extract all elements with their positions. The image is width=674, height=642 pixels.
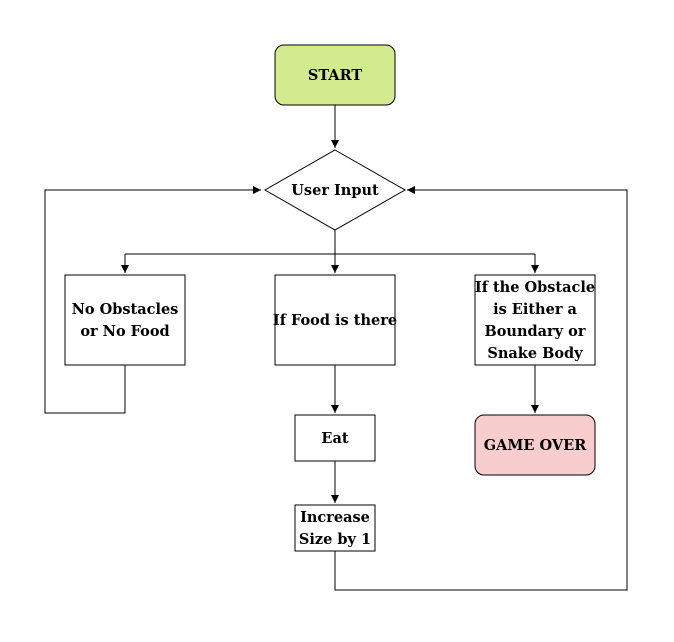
game-over-terminal-shape xyxy=(474,414,596,476)
eat-label: Eat xyxy=(321,430,348,447)
no-obstacles-process-shape xyxy=(64,274,186,366)
food-label: If Food is there xyxy=(273,312,397,329)
user-input-label-line: User Input xyxy=(291,182,379,199)
arrow-loop-increase-size-to-user-input xyxy=(334,186,628,591)
start-label-line: START xyxy=(308,67,363,84)
node-start: START xyxy=(274,44,396,106)
start-terminal-shape xyxy=(274,44,396,106)
node-user-input: User Input xyxy=(263,149,407,231)
increase-size-label-line: Size by 1 xyxy=(299,531,371,548)
game-over-label-line: GAME OVER xyxy=(484,437,587,454)
increase-size-process-shape xyxy=(294,504,376,552)
start-label: START xyxy=(308,67,363,84)
arrow-loop-no-obstacles-to-user-input xyxy=(44,186,261,414)
eat-label-line: Eat xyxy=(321,430,348,447)
obstacle-process-shape xyxy=(474,274,596,366)
user-input-decision-shape xyxy=(263,149,407,231)
increase-size-label-line: Increase xyxy=(300,509,370,526)
node-obstacle: If the Obstacle is Either a Boundary or Sna… xyxy=(474,274,596,366)
game-over-label: GAME OVER xyxy=(484,437,587,454)
connectors xyxy=(44,105,628,591)
food-process-shape xyxy=(274,274,396,366)
node-eat: Eat xyxy=(294,414,376,462)
obstacle-label-line: Snake Body xyxy=(487,345,583,362)
node-game-over: GAME OVER xyxy=(474,414,596,476)
obstacle-label-line: Boundary or xyxy=(485,323,586,340)
no-obstacles-label-line: or No Food xyxy=(80,323,169,340)
user-input-label: User Input xyxy=(291,182,379,199)
no-obstacles-label-line: No Obstacles xyxy=(72,301,179,318)
node-food: If Food is there xyxy=(273,274,397,366)
node-no-obstacles: No Obstacles or No Food xyxy=(64,274,186,366)
eat-process-shape xyxy=(294,414,376,462)
obstacle-label-line: is Either a xyxy=(493,301,577,318)
food-label-line: If Food is there xyxy=(273,312,397,329)
no-obstacles-label: No Obstacles or No Food xyxy=(72,301,179,340)
obstacle-label-line: If the Obstacle xyxy=(475,279,595,296)
obstacle-label: If the Obstacle is Either a Boundary or Sna… xyxy=(475,279,595,362)
